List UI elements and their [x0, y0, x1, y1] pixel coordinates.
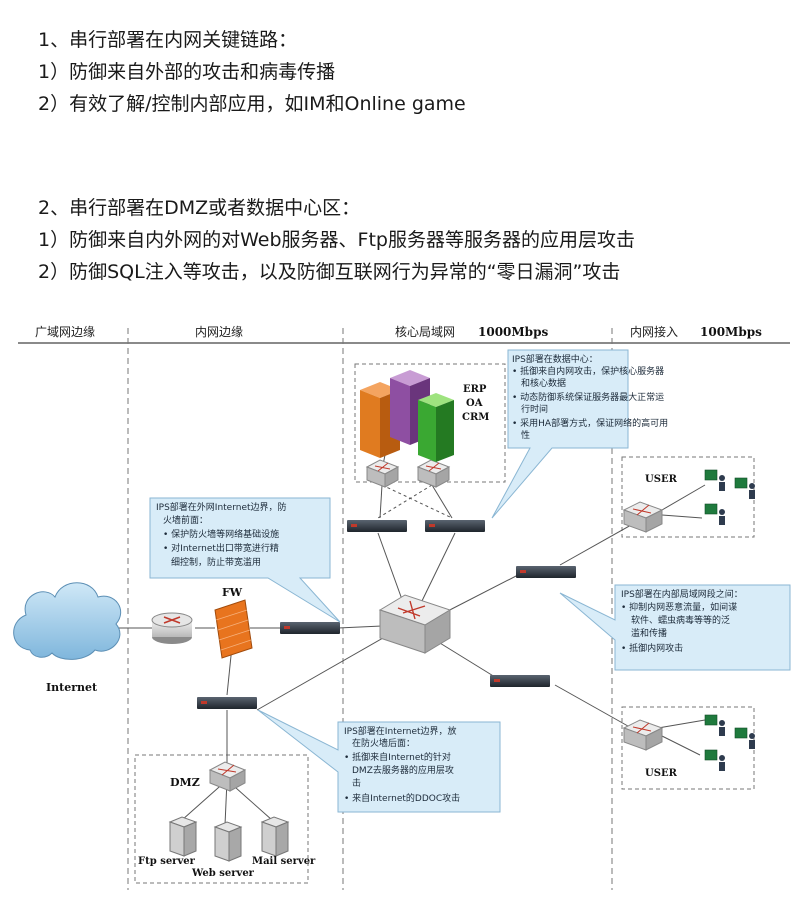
zone-wan-label: 广域网边缘 [35, 325, 95, 339]
firewall-icon [214, 599, 253, 659]
oa-label: OA [466, 398, 483, 409]
user-switch-top-icon [622, 501, 664, 533]
callout-lan-segments: IPS部署在内部局域网段之间： • 抑制内网恶意流量，如间谍 软件、蠕虫病毒等等… [559, 584, 791, 671]
callout-outer-line-2: • 保护防火墙等网络基础设施 [163, 528, 279, 540]
mail-server-label: Mail server [252, 856, 316, 867]
block1-title: 1、串行部署在内网关键链路： [38, 29, 298, 51]
dmz-zone-box [134, 754, 309, 884]
callout-outer-title: IPS部署在外网Internet边界，防 [156, 501, 287, 513]
callout-lan-line-3: 滥和传播 [631, 627, 667, 639]
zone-inner-edge-label: 内网边缘 [195, 325, 243, 339]
callout-datacenter-title: IPS部署在数据中心： [512, 353, 598, 365]
fw-label: FW [222, 586, 243, 599]
ips-device-dmz-icon [197, 697, 257, 709]
block1-item1: 1）防御来自外部的攻击和病毒传播 [38, 61, 336, 83]
ftp-server-label: Ftp server [138, 856, 196, 867]
ips-device-lan-top-icon [516, 566, 576, 578]
ips-device-outer-icon [280, 622, 340, 634]
zone-access-speed: 100Mbps [700, 325, 762, 339]
web-server-icon [213, 821, 243, 862]
callout-outer-boundary: IPS部署在外网Internet边界，防 火墙前面： • 保护防火墙等网络基础设… [149, 497, 341, 623]
callout-datacenter-line-2: 和核心数据 [521, 377, 566, 389]
callout-datacenter-line-4: 行时间 [521, 403, 548, 415]
mail-server-icon [260, 816, 290, 857]
block2-item2: 2）防御SQL注入等攻击，以及防御互联网行为异常的“零日漏洞”攻击 [38, 261, 621, 283]
user-workstation-icon [704, 469, 748, 761]
callout-outer-line-3: • 对Internet出口带宽进行精 [163, 542, 279, 554]
zone-core-label: 核心局域网 [395, 325, 455, 339]
web-server-label: Web server [191, 868, 255, 879]
callout-inner-line-2: • 抵御来自Internet的针对 [344, 751, 451, 763]
ips-device-dc-left-icon [347, 520, 407, 532]
callout-datacenter-line-5: • 采用HA部署方式，保证网络的高可用 [512, 417, 668, 429]
network-topology-diagram: 广域网边缘 内网边缘 核心局域网 1000Mbps 内网接入 100Mbps [13, 324, 791, 890]
zone-access-label: 内网接入 [630, 324, 678, 339]
callout-datacenter-line-1: • 抵御来自内网攻击，保护核心服务器 [512, 365, 664, 377]
deployment-block-1: 1、串行部署在内网关键链路： 1）防御来自外部的攻击和病毒传播 2）有效了解/控… [38, 24, 466, 120]
dc-switch-left-icon [365, 459, 400, 488]
block2-title: 2、串行部署在DMZ或者数据中心区： [38, 197, 361, 219]
callout-outer-line-1: 火墙前面： [163, 514, 208, 526]
user-switch-bottom-icon [622, 719, 664, 751]
user-bottom-label: USER [645, 768, 678, 779]
user-zone-bottom-box [621, 706, 755, 790]
callout-inner-line-4: 击 [352, 777, 361, 789]
connection-lines [118, 454, 706, 826]
callout-lan-line-4: • 抵御内网攻击 [621, 642, 683, 654]
erp-label: ERP [463, 384, 487, 395]
user-person-icon [719, 475, 755, 771]
border-router-icon [151, 612, 193, 644]
block2-item1: 1）防御来自内外网的对Web服务器、Ftp服务器等服务器的应用层攻击 [38, 229, 635, 251]
dmz-label: DMZ [170, 776, 200, 789]
callout-inner-line-3: DMZ去服务器的应用层攻 [352, 764, 454, 776]
ips-device-lan-bottom-icon [490, 675, 550, 687]
ftp-server-icon [168, 816, 198, 857]
callout-inner-line-5: • 来自Internet的DDOC攻击 [344, 792, 460, 804]
callout-outer-line-4: 细控制，防止带宽滥用 [171, 556, 261, 568]
zone-core-speed: 1000Mbps [478, 325, 548, 339]
server-crm-icon [418, 393, 454, 462]
callout-datacenter-line-3: • 动态防御系统保证服务器最大正常运 [512, 391, 664, 403]
internet-label: Internet [46, 681, 98, 694]
zone-header: 广域网边缘 内网边缘 核心局域网 1000Mbps 内网接入 100Mbps [18, 324, 790, 344]
callout-inner-boundary: IPS部署在Internet边界，放 在防火墙后面： • 抵御来自Interne… [257, 709, 501, 813]
callout-datacenter-line-6: 性 [521, 429, 530, 441]
callout-datacenter: IPS部署在数据中心： • 抵御来自内网攻击，保护核心服务器 和核心数据 • 动… [491, 349, 668, 519]
callout-inner-title: IPS部署在Internet边界，放 [344, 725, 457, 737]
internet-cloud-icon [13, 582, 122, 660]
callout-lan-line-2: 软件、蠕虫病毒等等的泛 [631, 614, 730, 626]
ips-device-dc-right-icon [425, 520, 485, 532]
crm-label: CRM [462, 412, 489, 423]
dmz-switch-icon [208, 761, 247, 792]
callout-lan-title: IPS部署在内部局域网段之间： [621, 588, 743, 600]
deployment-block-2: 2、串行部署在DMZ或者数据中心区： 1）防御来自内外网的对Web服务器、Ftp… [38, 192, 635, 288]
core-switch-icon [378, 594, 452, 654]
dc-switch-right-icon [416, 459, 451, 488]
callout-lan-line-1: • 抑制内网恶意流量，如间谍 [621, 601, 737, 613]
block1-item2: 2）有效了解/控制内部应用，如IM和Online game [38, 93, 466, 115]
user-top-label: USER [645, 474, 678, 485]
callout-inner-line-1: 在防火墙后面： [352, 737, 415, 749]
